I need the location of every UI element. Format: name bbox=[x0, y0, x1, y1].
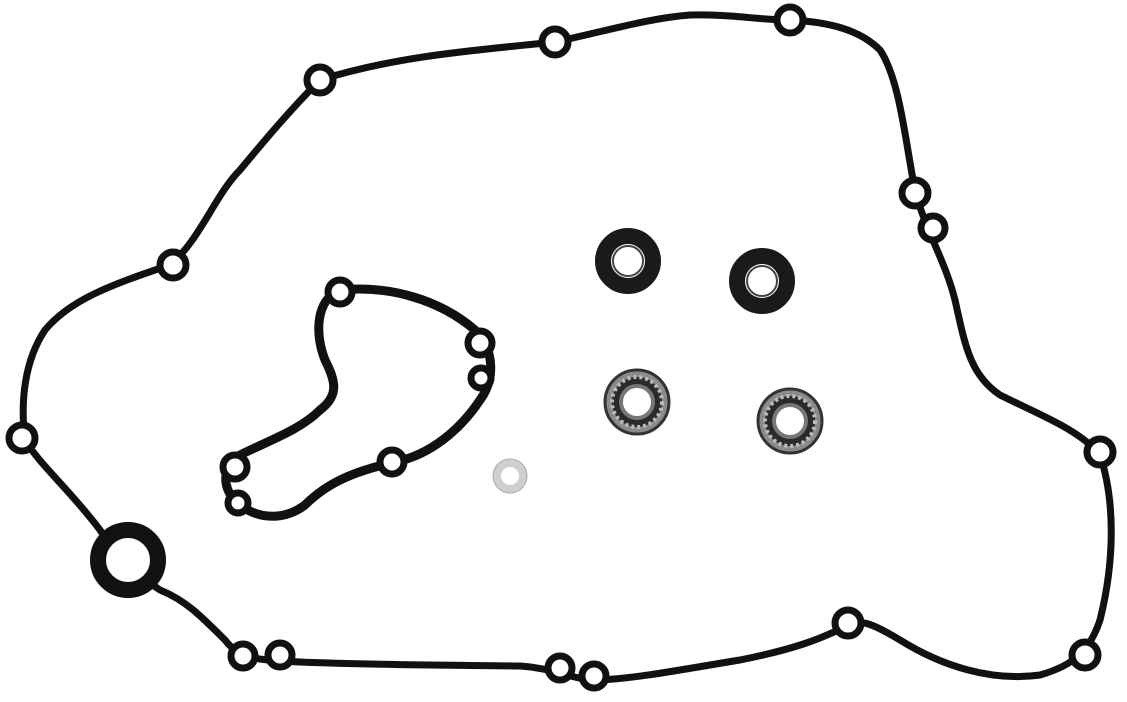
bearing bbox=[603, 368, 671, 436]
bearing bbox=[756, 387, 824, 455]
oil-seal bbox=[729, 248, 795, 314]
cover-gasket-holes bbox=[5, 3, 1117, 692]
water-pump-gasket bbox=[219, 276, 496, 521]
oil-seal bbox=[595, 228, 661, 294]
washer bbox=[492, 458, 528, 494]
cover-gasket bbox=[19, 11, 1115, 684]
